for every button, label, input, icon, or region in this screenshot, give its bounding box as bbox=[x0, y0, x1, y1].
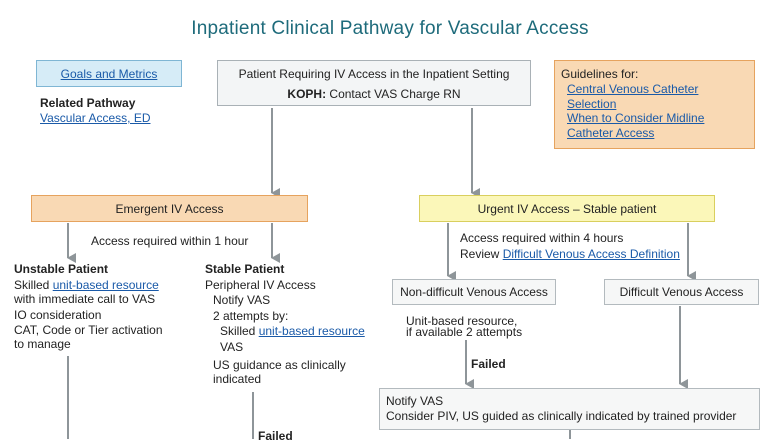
unit-based-line1: Unit-based resource, bbox=[406, 314, 518, 328]
goals-and-metrics-link[interactable]: Goals and Metrics bbox=[60, 66, 158, 81]
stable-line6: US guidance as clinically bbox=[213, 358, 346, 372]
urgent-iv-access-box: Urgent IV Access – Stable patient bbox=[419, 195, 715, 222]
urgent-time-note: Access required within 4 hours bbox=[460, 231, 624, 245]
stable-line1: Peripheral IV Access bbox=[205, 278, 316, 292]
unit-based-resource-link-2[interactable]: unit-based resource bbox=[258, 324, 365, 338]
guidelines-heading: Guidelines for: bbox=[561, 67, 639, 81]
difficult-venous-access-box: Difficult Venous Access bbox=[604, 279, 759, 305]
koph-label: KOPH: bbox=[287, 87, 327, 101]
unstable-line5: to manage bbox=[14, 337, 71, 351]
unstable-line4: CAT, Code or Tier activation bbox=[14, 323, 163, 337]
notify-vas-box: Notify VAS Consider PIV, US guided as cl… bbox=[379, 388, 760, 430]
goals-and-metrics-box[interactable]: Goals and Metrics bbox=[36, 60, 182, 87]
top-box-line1: Patient Requiring IV Access in the Inpat… bbox=[238, 67, 510, 81]
unit-based-resource-link[interactable]: unit-based resource bbox=[52, 278, 159, 292]
stable-failed-label: Failed bbox=[258, 429, 293, 443]
unit-based-line2: if available 2 attempts bbox=[406, 325, 523, 339]
related-pathway-heading: Related Pathway bbox=[40, 96, 136, 110]
emergent-iv-access-box: Emergent IV Access bbox=[31, 195, 308, 222]
stable-line3: 2 attempts by: bbox=[213, 309, 289, 323]
related-pathway-link[interactable]: Vascular Access, ED bbox=[40, 111, 151, 125]
urgent-review-note: Review Difficult Venous Access Definitio… bbox=[460, 247, 680, 261]
stable-line4: Skilled unit-based resource bbox=[220, 324, 365, 338]
koph-instruction: Contact VAS Charge RN bbox=[326, 87, 461, 101]
top-box-line2: KOPH: Contact VAS Charge RN bbox=[218, 87, 530, 102]
patient-requiring-iv-box: Patient Requiring IV Access in the Inpat… bbox=[217, 60, 531, 106]
guideline-cvc-selection[interactable]: Central Venous Catheter Selection bbox=[567, 82, 699, 111]
unstable-patient-heading: Unstable Patient bbox=[14, 262, 109, 276]
page-title: Inpatient Clinical Pathway for Vascular … bbox=[191, 18, 589, 39]
emergent-time-note: Access required within 1 hour bbox=[91, 234, 249, 248]
difficult-venous-access-definition-link[interactable]: Difficult Venous Access Definition bbox=[502, 247, 680, 261]
stable-line5: VAS bbox=[220, 340, 244, 354]
urgent-failed-label: Failed bbox=[471, 357, 506, 371]
stable-line2: Notify VAS bbox=[213, 293, 271, 307]
unstable-line2: with immediate call to VAS bbox=[14, 292, 156, 306]
notify-vas-line1: Notify VAS bbox=[386, 394, 444, 408]
unstable-line3: IO consideration bbox=[14, 308, 102, 322]
guidelines-box: Guidelines for: Central Venous Catheter … bbox=[554, 60, 755, 149]
notify-vas-line2: Consider PIV, US guided as clinically in… bbox=[386, 409, 737, 423]
unstable-line1: Skilled unit-based resource bbox=[14, 278, 159, 292]
stable-line7: indicated bbox=[213, 372, 262, 386]
guideline-midline[interactable]: When to Consider Midline Catheter Access bbox=[567, 111, 705, 140]
non-difficult-venous-access-box: Non-difficult Venous Access bbox=[392, 279, 556, 305]
stable-patient-heading: Stable Patient bbox=[205, 262, 285, 276]
